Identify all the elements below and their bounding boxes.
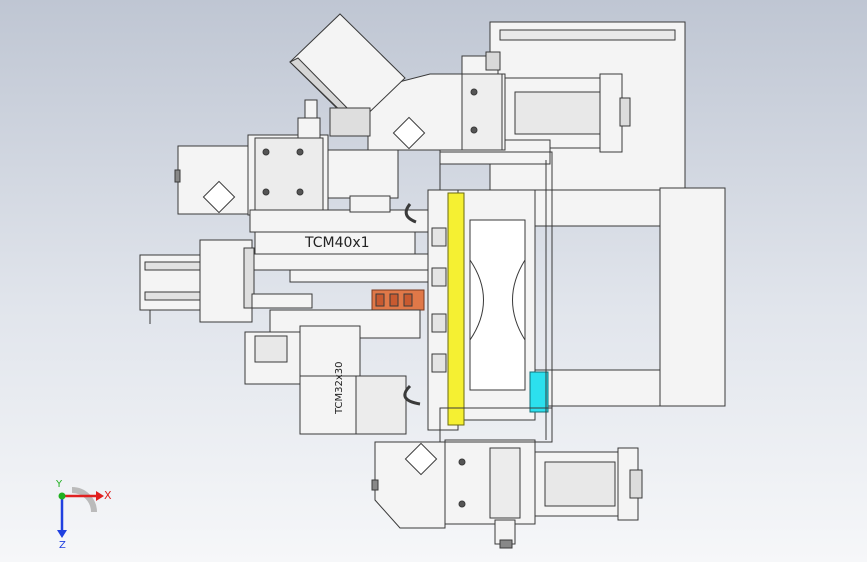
horizontal-plate <box>249 195 431 255</box>
bottom-cylinder <box>534 447 643 521</box>
connecting-bars <box>439 151 553 443</box>
yellow-strip <box>447 192 465 426</box>
bottom-left-clamp <box>299 375 407 435</box>
angled-cover <box>289 13 406 137</box>
part-label-tcm40: TCM40x1 <box>304 235 370 251</box>
bottom-clamp-block <box>371 439 536 549</box>
left-top-clamp <box>174 117 399 216</box>
y-axis-dot-icon <box>58 492 66 500</box>
triad-z-label: Z <box>59 540 66 551</box>
coordinate-triad: X Y Z <box>55 479 112 551</box>
top-clamp-block <box>367 51 506 151</box>
x-axis-arrow-icon <box>96 491 104 501</box>
triad-y-label: Y <box>55 479 63 490</box>
middle-housing <box>244 289 425 385</box>
part-label-tcm32: TCM32x30 <box>334 362 345 416</box>
z-axis-arrow-icon <box>57 530 67 538</box>
rod-extension <box>249 253 446 283</box>
left-probe-unit <box>139 239 313 324</box>
triad-x-label: X <box>104 489 112 502</box>
